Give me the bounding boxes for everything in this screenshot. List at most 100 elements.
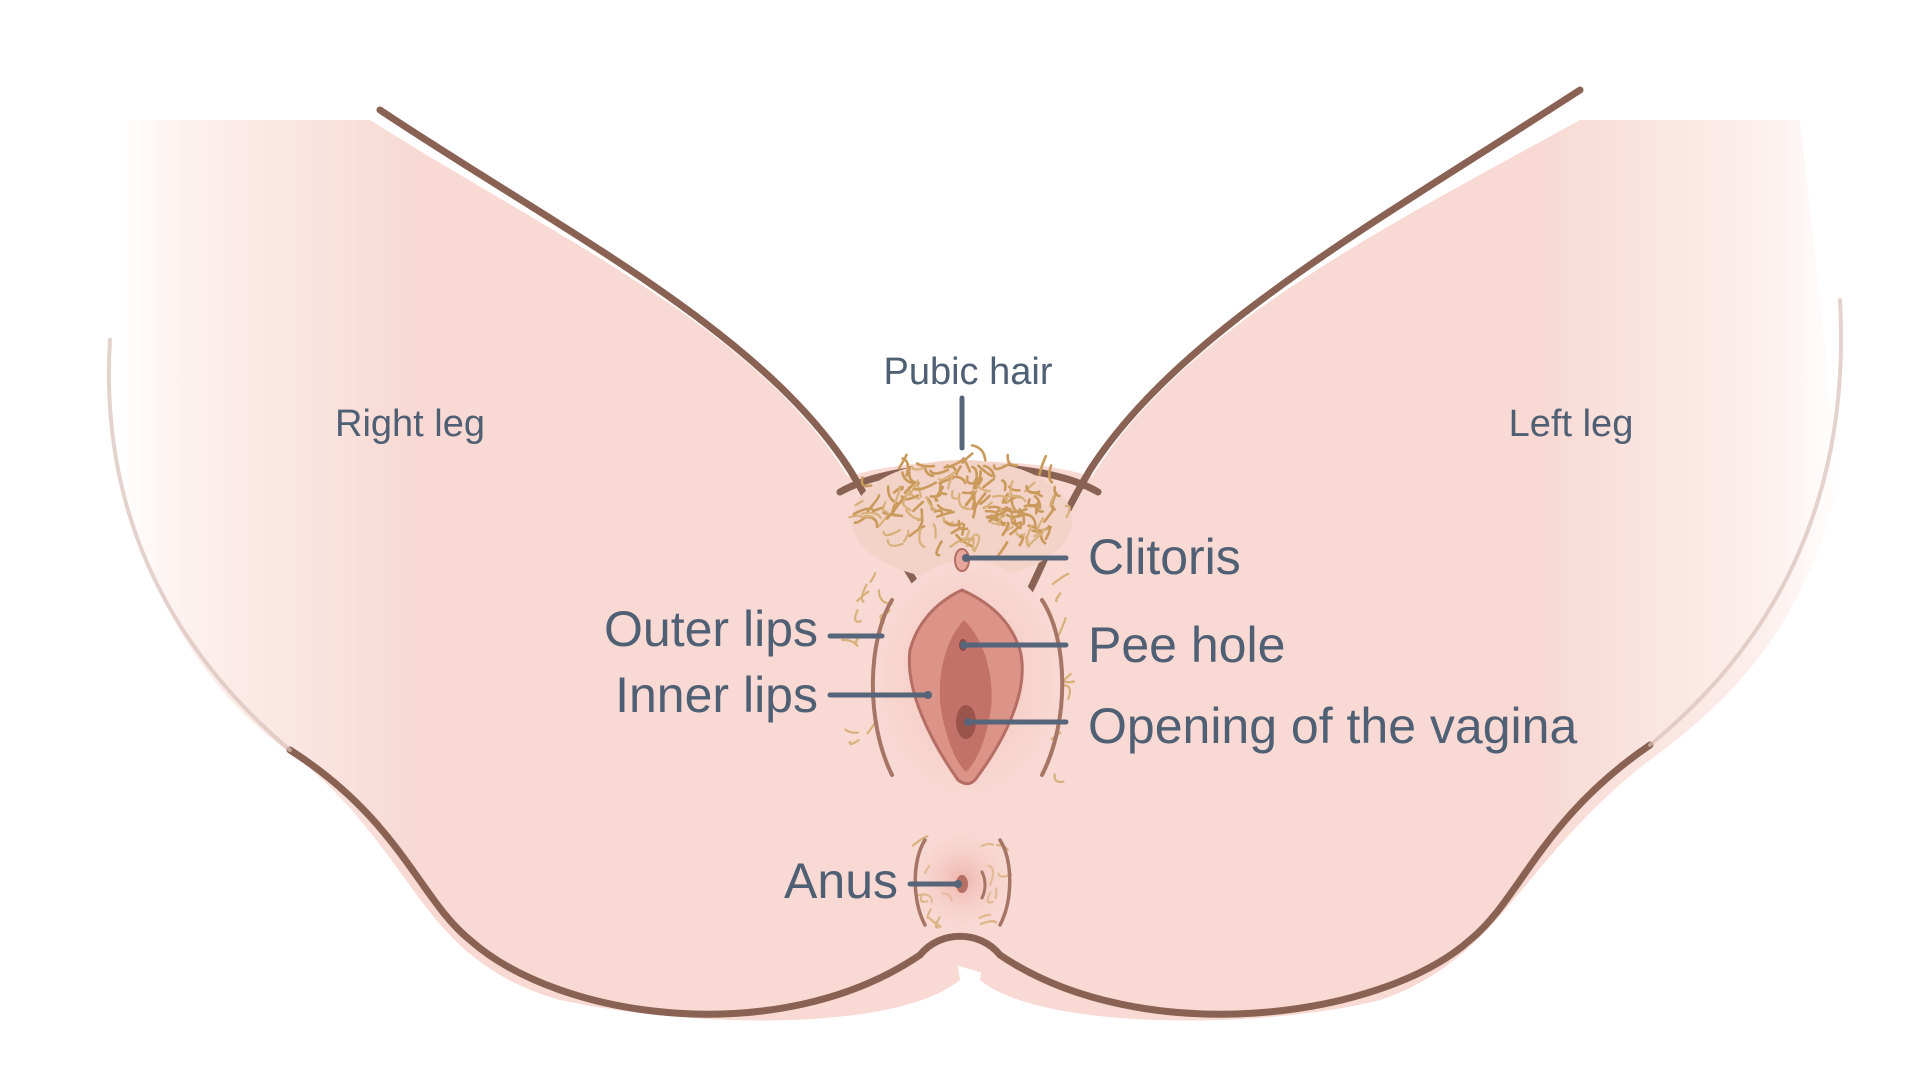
pubic-hair-strand bbox=[962, 457, 972, 473]
pubic-hair-strand bbox=[1005, 506, 1028, 514]
pubic-hair-strand bbox=[1015, 531, 1026, 537]
pubic-hair-strand bbox=[1001, 479, 1007, 492]
pubic-hair-strand bbox=[885, 509, 895, 520]
pubic-hair-strand bbox=[900, 494, 920, 501]
pubic-hair-strand bbox=[950, 489, 958, 500]
pubic-hair-strand bbox=[1021, 512, 1037, 530]
pubic-hair-strand bbox=[982, 501, 993, 510]
label-right-leg: Right leg bbox=[335, 403, 485, 445]
pubic-hair-strand bbox=[936, 510, 955, 518]
pubic-hair-strand bbox=[1001, 492, 1010, 504]
pubic-hair-strand bbox=[905, 508, 922, 521]
label-outer-lips: Outer lips bbox=[604, 601, 818, 657]
pubic-hair-strand bbox=[977, 464, 993, 478]
pubic-hair-region bbox=[841, 444, 1076, 929]
anus-leader-dot bbox=[954, 880, 962, 888]
label-pubic-hair: Pubic hair bbox=[884, 351, 1053, 393]
pubic-hair-strand bbox=[1038, 454, 1048, 476]
pubic-hair-strand bbox=[916, 484, 922, 498]
pubic-hair-strand bbox=[947, 474, 954, 490]
vulva bbox=[870, 548, 1065, 800]
pubic-hair-strand bbox=[908, 525, 926, 538]
pubic-hair-strand bbox=[945, 520, 964, 527]
pubic-hair-strand bbox=[997, 507, 1003, 527]
pubic-hair-strand bbox=[1053, 773, 1065, 784]
label-left-leg: Left leg bbox=[1509, 403, 1634, 445]
pubic-hair-strand bbox=[848, 739, 860, 746]
pubic-hair-strand bbox=[973, 533, 981, 553]
pubic-hair-strand bbox=[848, 514, 864, 519]
pubic-hair-strand bbox=[866, 515, 879, 529]
pubic-hair-strand bbox=[854, 609, 862, 623]
vestibule-shape bbox=[939, 620, 992, 772]
left-leg-shape bbox=[980, 120, 1840, 1021]
pubic-hair-strand bbox=[970, 444, 987, 462]
pubic-hair-strand bbox=[918, 527, 926, 549]
pubic-hair-strand bbox=[957, 492, 971, 511]
pubic-hair-strand bbox=[936, 504, 953, 513]
pubic-hair-strand bbox=[990, 507, 1011, 518]
label-inner-lips: Inner lips bbox=[615, 667, 818, 723]
pubic-hair-strand bbox=[965, 475, 976, 485]
pubic-hair-strand bbox=[971, 490, 976, 510]
pubic-hair-strand bbox=[935, 540, 943, 557]
pubic-hair-strand bbox=[860, 511, 882, 519]
pubic-hair-strand bbox=[923, 467, 935, 478]
pubic-hair-strand bbox=[1064, 504, 1071, 519]
left-leg-outer-edge bbox=[1648, 298, 1844, 747]
pubic-hair-strand bbox=[1047, 464, 1054, 484]
pubic-hair-strand bbox=[902, 490, 910, 507]
pubic-hair-strand bbox=[1005, 513, 1022, 518]
outer-lips-left-crease bbox=[870, 598, 894, 777]
label-anus: Anus bbox=[784, 853, 898, 909]
right-leg-outer-edge bbox=[107, 338, 292, 752]
pubic-hair-strand bbox=[1057, 617, 1067, 636]
pubic-hair-strand bbox=[863, 515, 875, 518]
pubic-hair-strand bbox=[915, 462, 936, 468]
pubic-hair-strand bbox=[1006, 453, 1019, 467]
pubic-hair-strand bbox=[1035, 499, 1044, 513]
pubic-hair-strand bbox=[965, 533, 976, 547]
pubic-hair-strand bbox=[911, 835, 929, 847]
pubic-hair-strand bbox=[985, 515, 1006, 525]
pubic-hair-strand bbox=[908, 479, 919, 497]
pubic-hair-strand bbox=[866, 494, 881, 513]
pubic-hair-strand bbox=[932, 523, 937, 539]
pubic-hair-strand bbox=[992, 463, 1010, 471]
pubic-hair-strand bbox=[897, 453, 908, 470]
pubic-hair-strand bbox=[1055, 592, 1062, 603]
pubic-hair-strand bbox=[971, 465, 978, 488]
anus-small-crease bbox=[980, 870, 987, 900]
pubic-hair-strand bbox=[912, 486, 926, 491]
pubic-hair-strand bbox=[882, 501, 888, 513]
pubic-hair-strand bbox=[955, 465, 962, 476]
pubic-hair-strand bbox=[1005, 494, 1027, 503]
pubic-hair-strand bbox=[912, 500, 925, 513]
pubic-hair-strand bbox=[893, 485, 901, 505]
labels: Right leg Left leg Pubic hair Clitoris O… bbox=[335, 351, 1633, 909]
pubic-hair-strand bbox=[860, 583, 868, 603]
pubic-hair-strand bbox=[925, 496, 937, 511]
anus-right-crease bbox=[998, 838, 1012, 927]
inner-lips-leader-dot bbox=[924, 691, 932, 699]
pubic-hair-strand bbox=[1050, 491, 1058, 511]
pubic-hair-strand bbox=[929, 468, 950, 475]
pubic-hair-strand bbox=[1009, 523, 1023, 536]
pubic-hair-strand bbox=[852, 507, 875, 516]
pubic-hair-strand bbox=[1027, 498, 1037, 508]
pubic-hair-strand bbox=[1010, 520, 1023, 526]
pubic-hair-strand bbox=[934, 486, 945, 502]
pubic-hair-strand bbox=[856, 590, 870, 603]
pubic-hair-strand bbox=[903, 483, 914, 494]
pubic-hair-strand bbox=[844, 728, 859, 734]
pubic-hair-strand bbox=[1025, 484, 1041, 494]
pubic-hair-strand bbox=[1036, 517, 1045, 531]
pubic-hair-strand bbox=[1028, 531, 1044, 546]
pubic-hair-strand bbox=[933, 509, 944, 517]
pee-hole-leader-dot bbox=[960, 641, 968, 649]
pubic-hair-strand bbox=[1049, 494, 1055, 508]
pubic-hair-strand bbox=[957, 519, 969, 531]
pubic-hair-strand bbox=[1024, 536, 1029, 547]
